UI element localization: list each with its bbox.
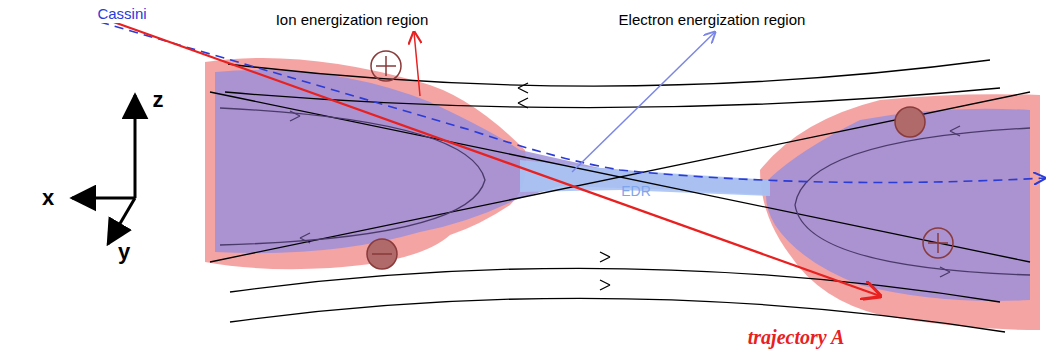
region-label: Ion energization region bbox=[276, 11, 429, 28]
axis-label: x bbox=[42, 185, 54, 210]
region-label: EDR bbox=[621, 183, 651, 199]
region-label: Electron energization region bbox=[619, 11, 806, 28]
spacecraft-label: Cassini bbox=[94, 5, 149, 22]
axis-label: z bbox=[153, 87, 164, 112]
trajectory-label: trajectory A bbox=[745, 326, 847, 349]
axis-label: y bbox=[118, 239, 130, 264]
